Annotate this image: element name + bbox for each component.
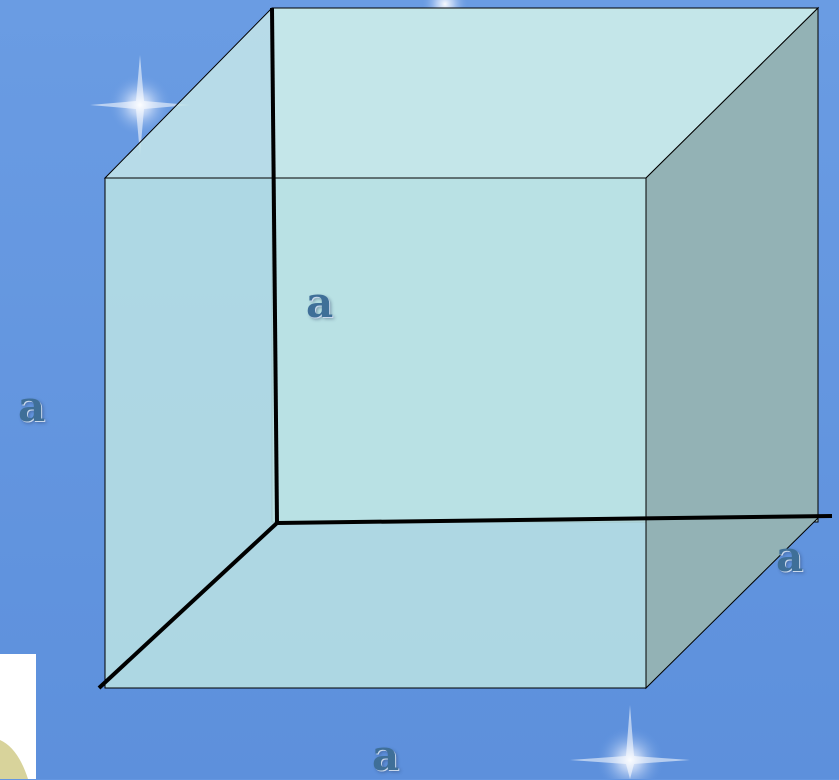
edge-label-bottom-front: a	[372, 731, 400, 780]
edge-label-right-depth: a	[776, 532, 804, 581]
sparkle-decoration	[90, 55, 190, 155]
sparkle-decoration	[570, 705, 690, 779]
corner-panel	[0, 654, 36, 779]
cube-hidden-edge-vertical	[270, 7, 279, 524]
cube-hidden-edge-horizontal	[276, 514, 833, 525]
cube-front-face	[104, 177, 647, 689]
cube-hidden-edge-diagonal	[97, 521, 279, 690]
edge-label-inner-vertical: a	[306, 278, 334, 327]
edge-label-front-left: a	[18, 382, 46, 431]
